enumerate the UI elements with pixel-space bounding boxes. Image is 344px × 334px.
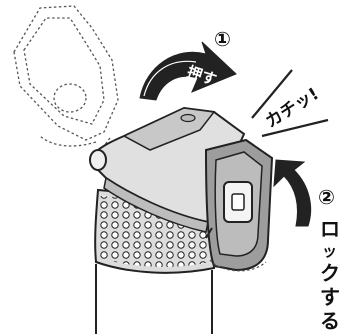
step-2-char: る xyxy=(320,309,340,333)
step-2-char: す xyxy=(320,285,340,309)
step-2-char: ク xyxy=(320,261,340,285)
open-lid-outline xyxy=(14,6,118,160)
step-1-number: ① xyxy=(214,27,231,51)
lock-clip xyxy=(206,140,272,271)
arrow-lock-icon xyxy=(274,160,311,226)
click-sound-label: カチッ! xyxy=(262,84,322,132)
step-2-label: ロ ッ ク す る xyxy=(320,217,340,333)
step-2-number: ② xyxy=(318,185,335,209)
step-2-char: ッ xyxy=(322,242,337,260)
step-2-char: ロ xyxy=(320,217,340,241)
